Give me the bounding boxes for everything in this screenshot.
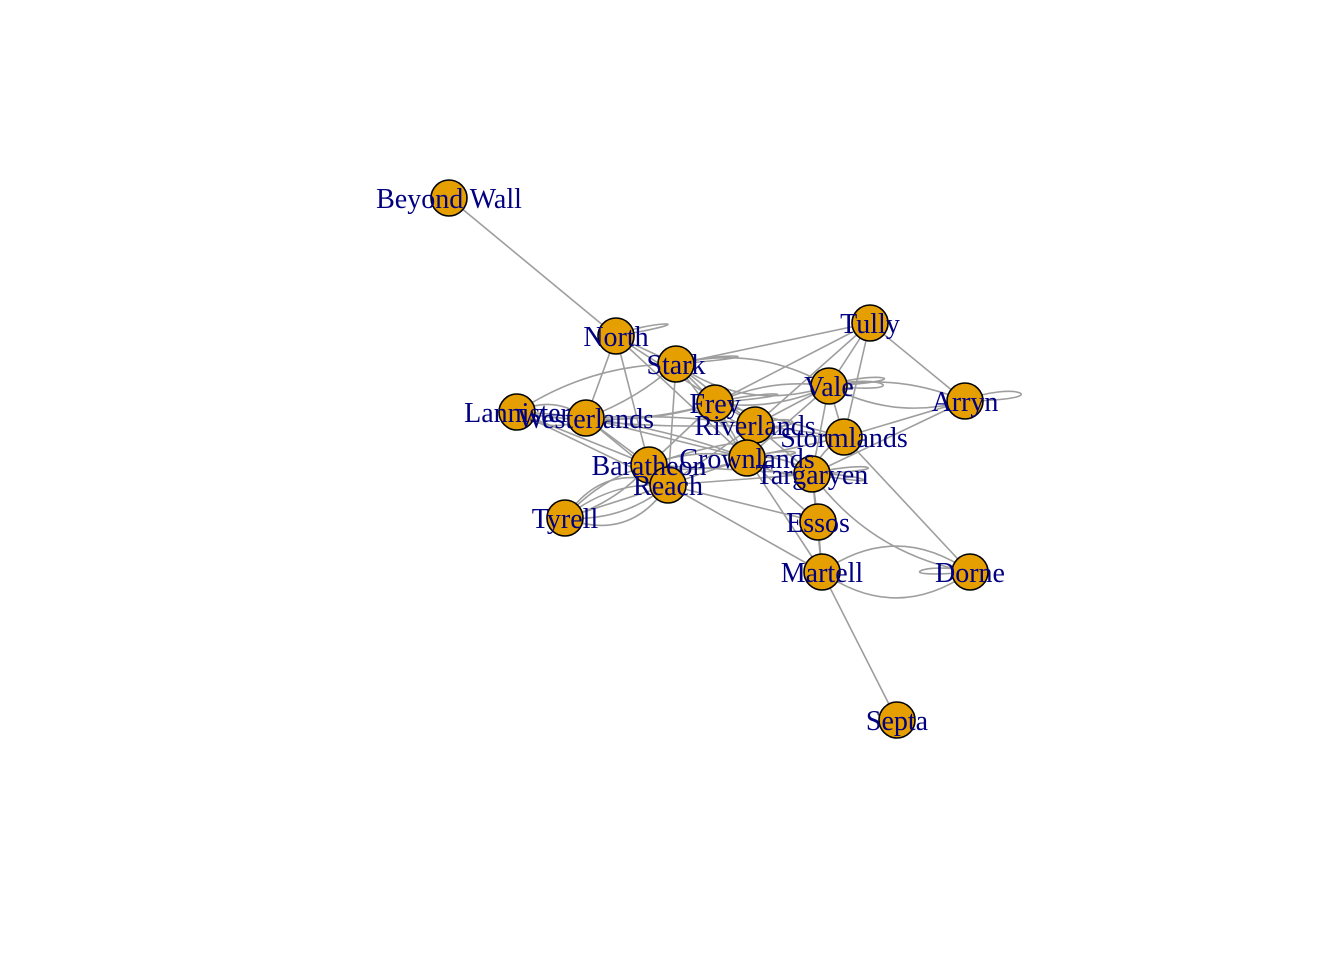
- node-label-riverlands: Riverlands: [694, 411, 815, 442]
- node-label-westerlands: Westerlands: [518, 404, 654, 435]
- edge-stark-vale: [675, 363, 830, 397]
- node-label-targaryen: Targaryen: [756, 460, 869, 491]
- node-label-dorne: Dorne: [935, 558, 1005, 589]
- node-westerlands: [567, 399, 605, 437]
- node-septa: [878, 701, 916, 739]
- edge-martell-septa: [821, 571, 898, 721]
- node-lannister: [498, 393, 536, 431]
- edge-westerlands-crownlands: [585, 417, 748, 459]
- node-layer: [430, 179, 989, 739]
- edge-reach-martell: [667, 484, 823, 573]
- node-arryn: [946, 382, 984, 420]
- node-label-reach: Reach: [633, 471, 703, 502]
- node-label-arryn: Arryn: [932, 387, 999, 418]
- node-vale: [810, 367, 848, 405]
- node-label-septa: Septa: [866, 706, 929, 737]
- node-label-beyond_wall: Beyond Wall: [376, 184, 522, 215]
- node-label-north: North: [583, 322, 648, 353]
- node-label-baratheon: Baratheon: [591, 451, 706, 482]
- edge-beyond_wall-north: [448, 197, 617, 337]
- edge-martell-dorne: [821, 545, 971, 573]
- edge-baratheon-targaryen: [648, 464, 813, 475]
- node-dorne: [951, 553, 989, 591]
- edge-lannister-crownlands: [516, 411, 748, 459]
- node-reach: [649, 466, 687, 504]
- node-north: [597, 317, 635, 355]
- node-label-lannister: Lannister: [464, 398, 570, 429]
- node-martell: [803, 553, 841, 591]
- node-frey: [696, 384, 734, 422]
- edge-north-riverlands: [615, 335, 756, 426]
- node-tyrell: [546, 499, 584, 537]
- edge-stormlands-dorne: [843, 436, 971, 573]
- edge-targaryen-dorne: [811, 473, 971, 573]
- node-label-crownlands: Crownlands: [679, 444, 814, 475]
- node-stark: [657, 345, 695, 383]
- node-label-tully: Tully: [840, 309, 900, 340]
- node-label-tyrell: Tyrell: [532, 504, 599, 535]
- node-stormlands: [825, 418, 863, 456]
- node-label-vale: Vale: [804, 372, 854, 403]
- node-label-frey: Frey: [689, 389, 740, 420]
- node-essos: [799, 503, 837, 541]
- edge-arryn-targaryen: [811, 400, 966, 475]
- node-label-essos: Essos: [786, 508, 850, 539]
- edge-martell-dorne: [821, 571, 971, 599]
- edge-tully-frey: [714, 322, 871, 404]
- node-label-martell: Martell: [781, 558, 864, 589]
- node-tully: [851, 304, 889, 342]
- node-beyond_wall: [430, 179, 468, 217]
- node-crownlands: [728, 439, 766, 477]
- node-targaryen: [793, 455, 831, 493]
- node-label-stormlands: Stormlands: [780, 423, 908, 454]
- edge-lannister-riverlands: [516, 411, 756, 428]
- node-label-stark: Stark: [646, 350, 705, 381]
- edge-stark-lannister: [516, 363, 677, 413]
